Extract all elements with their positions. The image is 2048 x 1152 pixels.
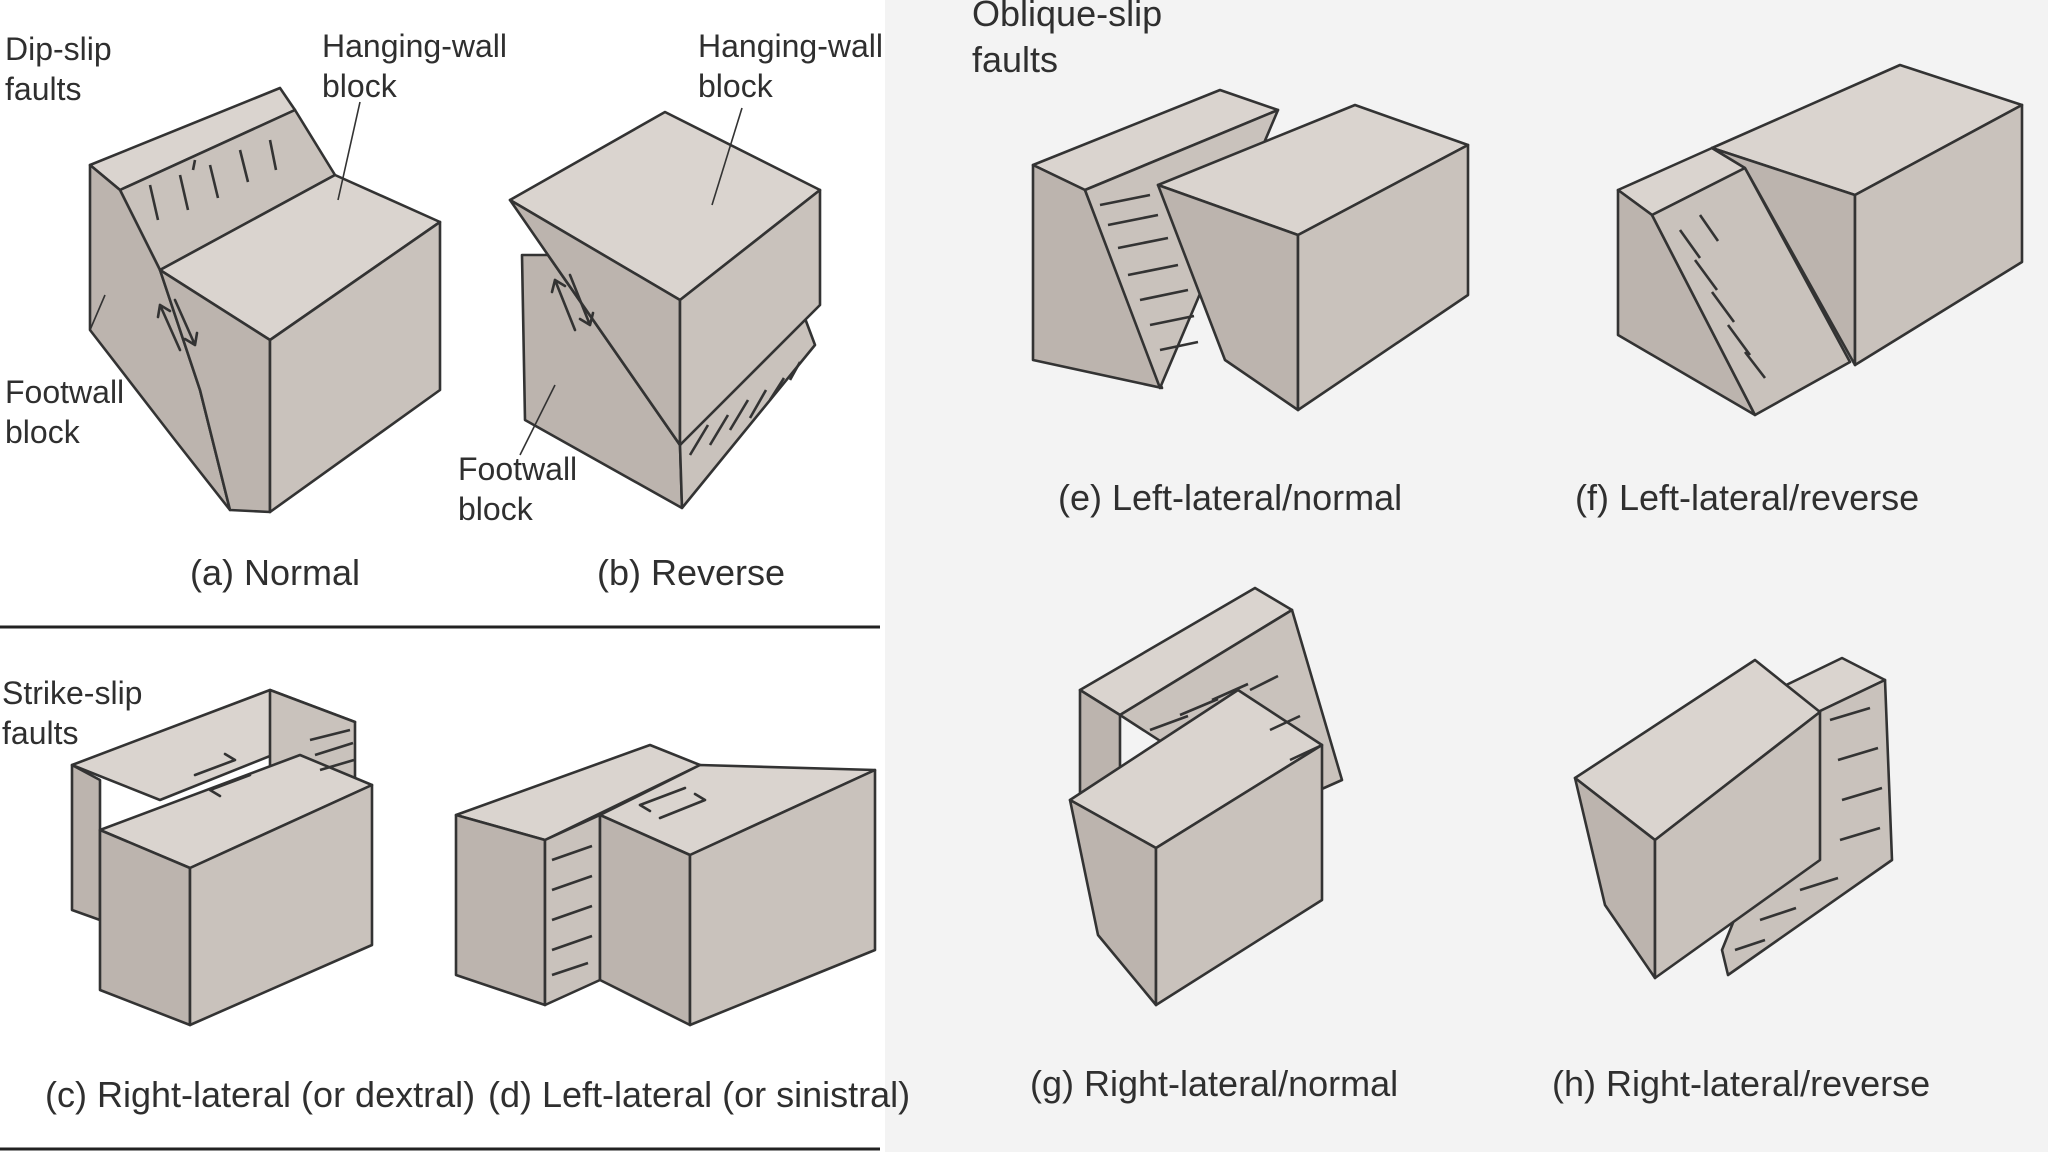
caption-d: (d) Left-lateral (or sinistral)	[488, 1074, 910, 1115]
caption-c: (c) Right-lateral (or dextral)	[45, 1074, 475, 1115]
caption-g: (g) Right-lateral/normal	[1030, 1063, 1398, 1104]
caption-a: (a) Normal	[190, 552, 360, 593]
caption-e: (e) Left-lateral/normal	[1058, 477, 1402, 518]
caption-b: (b) Reverse	[597, 552, 785, 593]
caption-f: (f) Left-lateral/reverse	[1575, 477, 1919, 518]
caption-h: (h) Right-lateral/reverse	[1552, 1063, 1930, 1104]
